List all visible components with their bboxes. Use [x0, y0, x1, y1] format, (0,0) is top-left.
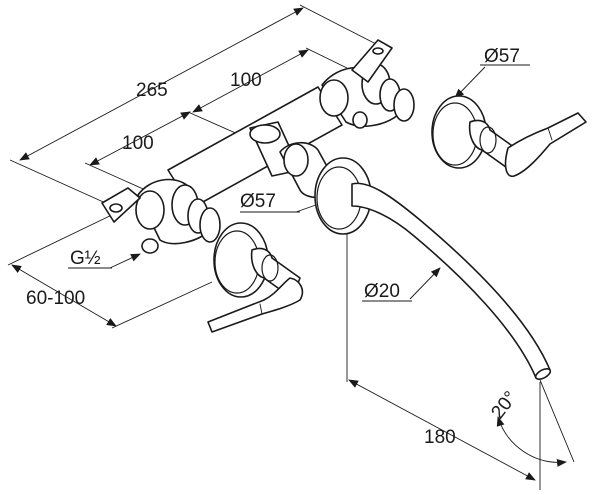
left-lever — [207, 277, 304, 333]
label-overall-width: 265 — [136, 80, 168, 101]
label-handle-spacing-right: 100 — [230, 70, 262, 91]
dimension-line-handle-spacing-right — [192, 49, 309, 113]
label-spout-angle: 20° — [487, 388, 521, 424]
angle-arc — [496, 416, 567, 467]
leader-thread — [109, 253, 141, 269]
leader-spout-diameter — [409, 267, 441, 300]
right-lever — [504, 112, 587, 178]
right-handle-assembly — [431, 95, 587, 178]
dimension-lines — [7, 4, 575, 490]
left-handle-assembly — [207, 222, 304, 333]
spout-assembly — [314, 157, 552, 380]
label-thread-size: G½ — [70, 248, 101, 269]
label-wall-depth: 60-100 — [26, 288, 85, 309]
dimension-line-handle-spacing-left — [89, 111, 191, 166]
label-spout-diameter: Ø20 — [364, 281, 400, 302]
dimension-line-wall-depth — [11, 264, 117, 327]
dimension-line-overall-width — [19, 7, 304, 161]
label-rosette-diameter-handle: Ø57 — [484, 46, 520, 67]
leader-rosette-handle — [454, 66, 486, 99]
label-rosette-diameter-spout: Ø57 — [240, 191, 276, 212]
label-spout-projection: 180 — [424, 427, 456, 448]
label-handle-spacing-left: 100 — [122, 133, 154, 154]
